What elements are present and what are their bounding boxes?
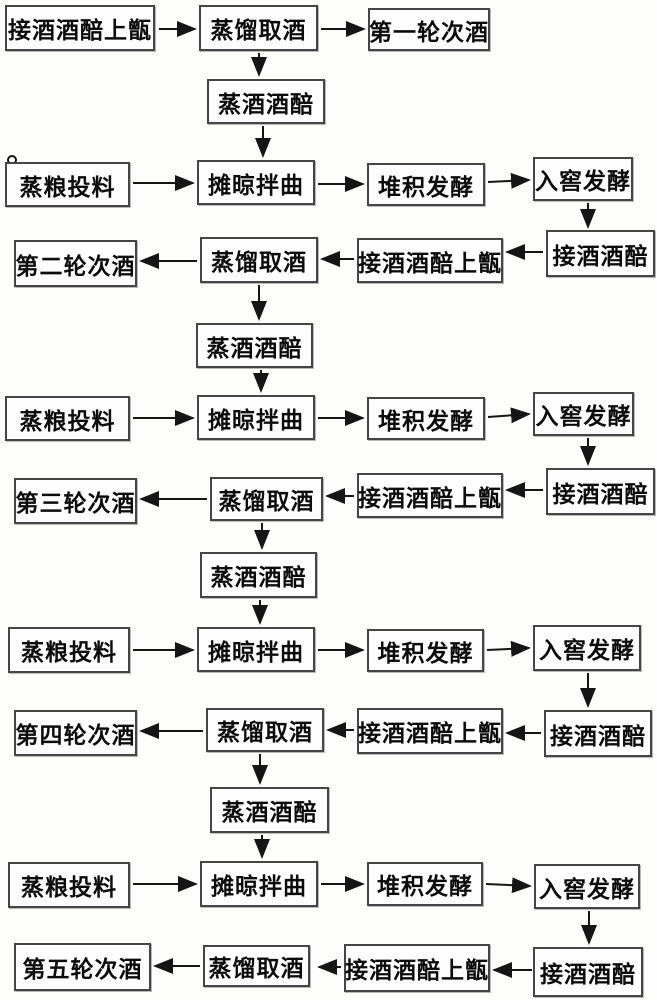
flow-node-s5-zhengliang-touliao: 蒸粮投料: [8, 862, 130, 908]
flow-node-s4-zhengjiu-jiupei: 蒸酒酒醅: [210, 787, 329, 833]
flow-node-s3-zhengliang-touliao: 蒸粮投料: [5, 396, 130, 441]
flow-node-s5-rujiao-fajiao: 入窖发酵: [534, 864, 640, 909]
flow-node-r1-zhengliu-qujiu: 蒸馏取酒: [199, 5, 318, 51]
flow-node-s3-jiejiu-jiupei: 接酒酒醅: [546, 468, 655, 515]
flow-node-s2-dierlunci-jiu: 第二轮次酒: [14, 240, 137, 287]
flow-node-s2-rujiao-fajiao: 入窖发酵: [533, 157, 633, 201]
flow-node-s3-zhengjiu-jiupei: 蒸酒酒醅: [200, 552, 317, 598]
flow-node-s5-jiejiu-jiupei-shangzeng: 接酒酒醅上甑: [344, 944, 490, 992]
flow-node-s2-zhengliu-qujiu: 蒸馏取酒: [200, 237, 318, 283]
flow-node-r1-zhengjiu-jiupei: 蒸酒酒醅: [207, 79, 325, 124]
flow-node-s5-zhengliu-qujiu: 蒸馏取酒: [203, 945, 310, 987]
flow-node-r1-diyilunci-jiu: 第一轮次酒: [368, 8, 490, 51]
flow-node-s2-zhengliang-touliao: 蒸粮投料: [5, 162, 130, 207]
flow-node-s4-jiejiu-jiupei: 接酒酒醅: [544, 710, 652, 757]
flow-node-s4-zhengliang-touliao: 蒸粮投料: [8, 627, 130, 673]
flow-node-s5-jiejiu-jiupei: 接酒酒醅: [533, 947, 643, 997]
flow-node-s3-tanliang-banqu: 摊晾拌曲: [197, 395, 315, 440]
flow-node-s3-disanlunci-jiu: 第三轮次酒: [14, 478, 137, 524]
flow-node-s2-duiji-fajiao: 堆积发酵: [367, 163, 485, 206]
flow-node-s4-zhengliu-qujiu: 蒸馏取酒: [206, 708, 324, 752]
flow-node-s2-jiejiu-jiupei: 接酒酒醅: [546, 230, 655, 277]
flow-node-s5-tanliang-banqu: 摊晾拌曲: [200, 861, 318, 907]
flow-node-s4-duiji-fajiao: 堆积发酵: [367, 629, 484, 672]
flow-node-s3-jiejiu-jiupei-shangzeng: 接酒酒醅上甑: [357, 473, 503, 518]
flow-node-s2-jiejiu-jiupei-shangzeng: 接酒酒醅上甑: [357, 238, 503, 283]
flow-node-s4-disilunci-jiu: 第四轮次酒: [14, 710, 137, 756]
flow-node-s4-rujiao-fajiao: 入窖发酵: [533, 625, 641, 671]
flow-node-s4-jiejiu-jiupei-shangzeng: 接酒酒醅上甑: [357, 708, 503, 754]
flow-node-s2-tanliang-banqu: 摊晾拌曲: [197, 160, 315, 205]
flow-node-r1-jiejiu-jiupei-shangzeng: 接酒酒醅上甑: [5, 5, 155, 51]
flow-node-s3-duiji-fajiao: 堆积发酵: [367, 397, 485, 440]
flow-node-s5-diwulunci-jiu: 第五轮次酒: [14, 943, 151, 991]
flow-node-s3-rujiao-fajiao: 入窖发酵: [533, 392, 634, 436]
flow-node-s5-duiji-fajiao: 堆积发酵: [367, 862, 483, 906]
flow-node-s4-tanliang-banqu: 摊晾拌曲: [197, 627, 315, 672]
flow-node-s2-zhengjiu-jiupei: 蒸酒酒醅: [196, 323, 313, 368]
flow-node-s3-zhengliu-qujiu: 蒸馏取酒: [210, 477, 323, 521]
